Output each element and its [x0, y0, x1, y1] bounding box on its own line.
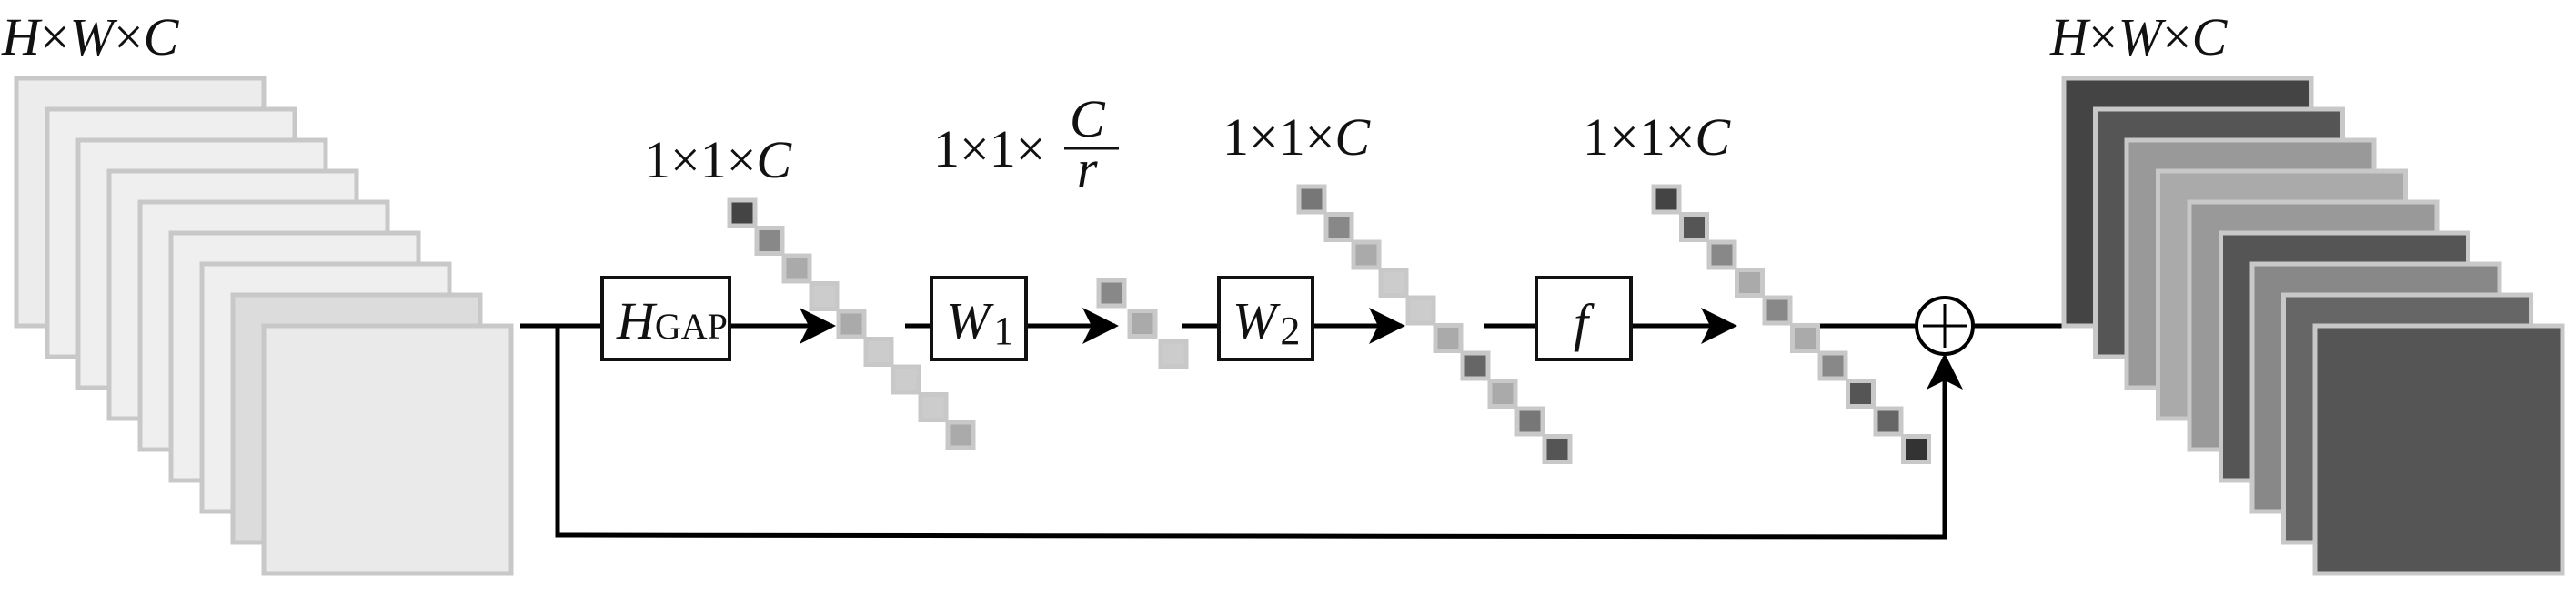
- channel-cell: [1433, 323, 1464, 353]
- svg-text:HGAP: HGAP: [616, 291, 728, 350]
- gap-block: HGAP: [600, 276, 731, 361]
- channel-cell: [1901, 434, 1931, 464]
- vector-3-label: 1×1×C: [1223, 107, 1371, 167]
- channel-cell: [863, 337, 894, 367]
- channel-cell: [1460, 350, 1491, 381]
- channel-cell: [1296, 184, 1327, 215]
- channel-cell: [1762, 295, 1793, 326]
- channel-cell: [1846, 379, 1876, 409]
- w2-block: W2: [1217, 276, 1314, 361]
- w1-block: W1: [930, 276, 1028, 361]
- channel-cell: [1651, 184, 1682, 215]
- input-feature-map-stack: [14, 76, 514, 576]
- channel-cell: [1096, 278, 1127, 309]
- channel-cell: [891, 364, 921, 395]
- channel-cell: [809, 281, 840, 311]
- svg-text:W1: W1: [946, 291, 1013, 353]
- channel-cell: [754, 226, 785, 256]
- channel-cell: [1873, 406, 1904, 437]
- channel-cell: [1378, 268, 1409, 298]
- output-feature-map-stack: [2061, 76, 2565, 576]
- channel-cell: [781, 253, 812, 284]
- feature-map-sheet: [2312, 323, 2565, 576]
- channel-cell: [1679, 212, 1709, 242]
- f-block: f: [1535, 276, 1633, 361]
- channel-cell: [918, 392, 949, 422]
- svg-text:1×1×: 1×1×: [933, 119, 1045, 178]
- svg-text:r: r: [1077, 139, 1098, 198]
- vector-2-label: 1×1× C r: [933, 89, 1119, 198]
- sum-node: [1915, 296, 1975, 356]
- vector-4-label: 1×1×C: [1583, 107, 1731, 167]
- channel-cell: [945, 420, 976, 450]
- channel-cell: [1323, 212, 1354, 242]
- channel-cell: [1405, 295, 1436, 326]
- channel-cell: [1158, 339, 1189, 369]
- channel-cell: [836, 309, 867, 339]
- channel-cell: [1542, 434, 1573, 464]
- channel-cell: [1817, 350, 1848, 381]
- channel-cell: [1790, 323, 1820, 353]
- svg-text:C: C: [1070, 89, 1106, 148]
- feature-map-sheet: [261, 323, 514, 576]
- channel-vectors: [727, 184, 1931, 464]
- channel-cell: [1514, 406, 1545, 437]
- channel-cell: [1735, 268, 1765, 298]
- channel-cell: [1706, 239, 1737, 270]
- skip-connection-arrow: [555, 326, 1963, 540]
- vector-1-label: 1×1×C: [644, 130, 792, 189]
- channel-cell: [727, 197, 758, 228]
- channel-cell: [1127, 309, 1158, 339]
- input-shape-label: H×W×C: [1, 7, 180, 66]
- svg-text:W2: W2: [1233, 291, 1300, 353]
- channel-cell: [1487, 379, 1518, 409]
- output-shape-label: H×W×C: [2049, 7, 2229, 66]
- channel-cell: [1351, 239, 1382, 270]
